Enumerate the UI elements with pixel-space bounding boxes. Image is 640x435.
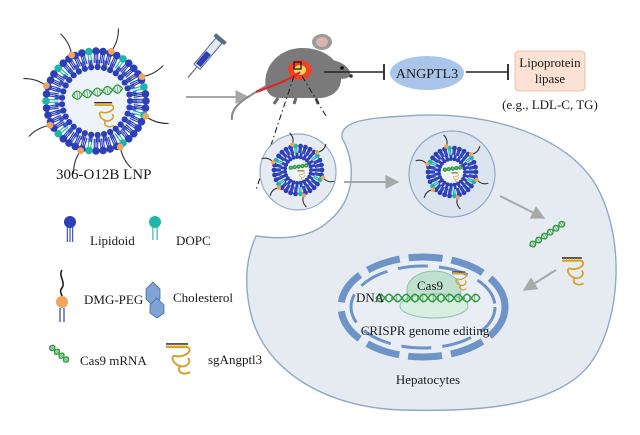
legend-sgangptl3-label: sgAngptl3 [208, 352, 262, 367]
lnp-particle-main [23, 28, 169, 174]
target-label: ANGPTL3 [396, 67, 458, 82]
mouse-icon [230, 34, 353, 121]
dna-strand [375, 293, 481, 303]
lnp-title: 306-O12B LNP [56, 167, 151, 183]
legend-dmg-peg-label: DMG-PEG [84, 292, 143, 307]
legend-dmg-peg-icon [56, 269, 68, 322]
lipase-node: Lipoprotein lipase [514, 50, 586, 92]
syringe-icon [187, 33, 227, 78]
lipase-note: (e.g., LDL-C, TG) [502, 97, 598, 112]
cas9-label: Cas9 [417, 278, 443, 293]
cas9-complex: Cas9 [399, 270, 469, 319]
zoom-line-right [301, 75, 327, 117]
target-node: ANGPTL3 [390, 56, 464, 90]
cell-label: Hepatocytes [396, 372, 460, 387]
arrow-release [499, 195, 546, 219]
lnp-particle-endosome [415, 134, 489, 210]
legend-cas9-mrna-icon [49, 344, 70, 363]
legend-lipidoid-icon [64, 216, 76, 243]
lipase-line2: lipase [535, 71, 566, 86]
legend-dopc-label: DOPC [176, 233, 211, 248]
lipase-line1: Lipoprotein [519, 55, 581, 70]
released-cas9-mrna [529, 220, 566, 248]
released-sgrna [562, 257, 585, 286]
legend: Lipidoid DOPC DMG-PEG Cholesterol Cas9 m… [49, 216, 262, 375]
legend-cas9-mrna-label: Cas9 mRNA [80, 353, 147, 368]
arrow-to-nucleus [522, 269, 557, 291]
legend-lipidoid-label: Lipidoid [90, 233, 135, 248]
legend-cholesterol-icon [145, 281, 165, 319]
legend-dopc-icon [149, 216, 161, 240]
legend-sgangptl3-icon [166, 343, 191, 375]
lnp-particle-endocytosis [261, 132, 335, 208]
legend-cholesterol-label: Cholesterol [173, 290, 233, 305]
sgrna-in-complex [452, 271, 467, 291]
crispr-label: CRISPR genome editing [361, 323, 490, 338]
dna-label: DNA [356, 290, 385, 305]
